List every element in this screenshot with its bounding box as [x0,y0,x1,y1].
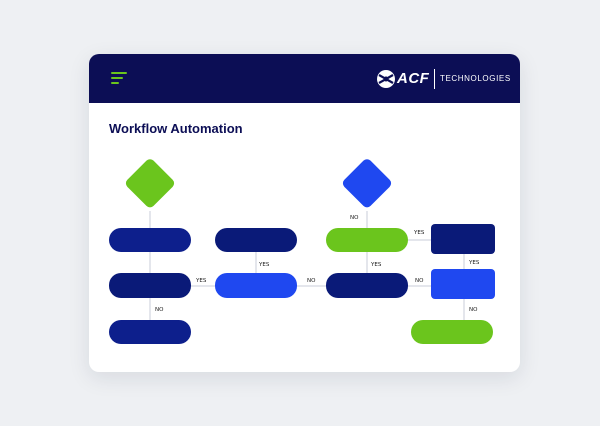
decision-diamond-green[interactable] [124,157,176,209]
workflow-card: ACF TECHNOLOGIES Workflow Automation [89,54,520,372]
logo-brand-text: ACF [397,70,430,87]
process-node[interactable] [431,224,495,254]
decision-diamond-blue[interactable] [341,157,393,209]
diagram-nodes [109,157,495,344]
process-node[interactable] [215,228,297,252]
edge-label: YES [413,230,425,236]
edge-label: NO [155,307,164,313]
hamburger-menu-icon[interactable] [111,72,129,86]
edge-label: YES [370,262,382,268]
page-title: Workflow Automation [109,121,243,136]
edge-label: YES [258,262,270,268]
process-node[interactable] [215,273,297,298]
edge-label: NO [350,215,359,221]
logo-divider [434,69,435,89]
app-header: ACF TECHNOLOGIES [89,54,520,103]
connector-lines [149,211,465,320]
acf-globe-logo-icon [377,70,395,88]
edge-label: YES [195,278,207,284]
process-node[interactable] [109,273,191,298]
edge-label: NO [307,278,316,284]
process-node[interactable] [109,228,191,252]
edge-label: NO [469,307,478,313]
process-node[interactable] [109,320,191,344]
process-node[interactable] [411,320,493,344]
process-node[interactable] [326,273,408,298]
process-node[interactable] [326,228,408,252]
workflow-diagram: NO YES YES NO NO YES YES NO YES NO [109,157,495,344]
edge-label: NO [415,278,424,284]
edge-label: YES [468,260,480,266]
process-node[interactable] [431,269,495,299]
logo-tagline: TECHNOLOGIES [440,74,511,83]
edge-labels: NO YES YES NO NO YES YES NO YES NO [155,215,480,313]
acf-technologies-logo: ACF TECHNOLOGIES [376,68,510,90]
